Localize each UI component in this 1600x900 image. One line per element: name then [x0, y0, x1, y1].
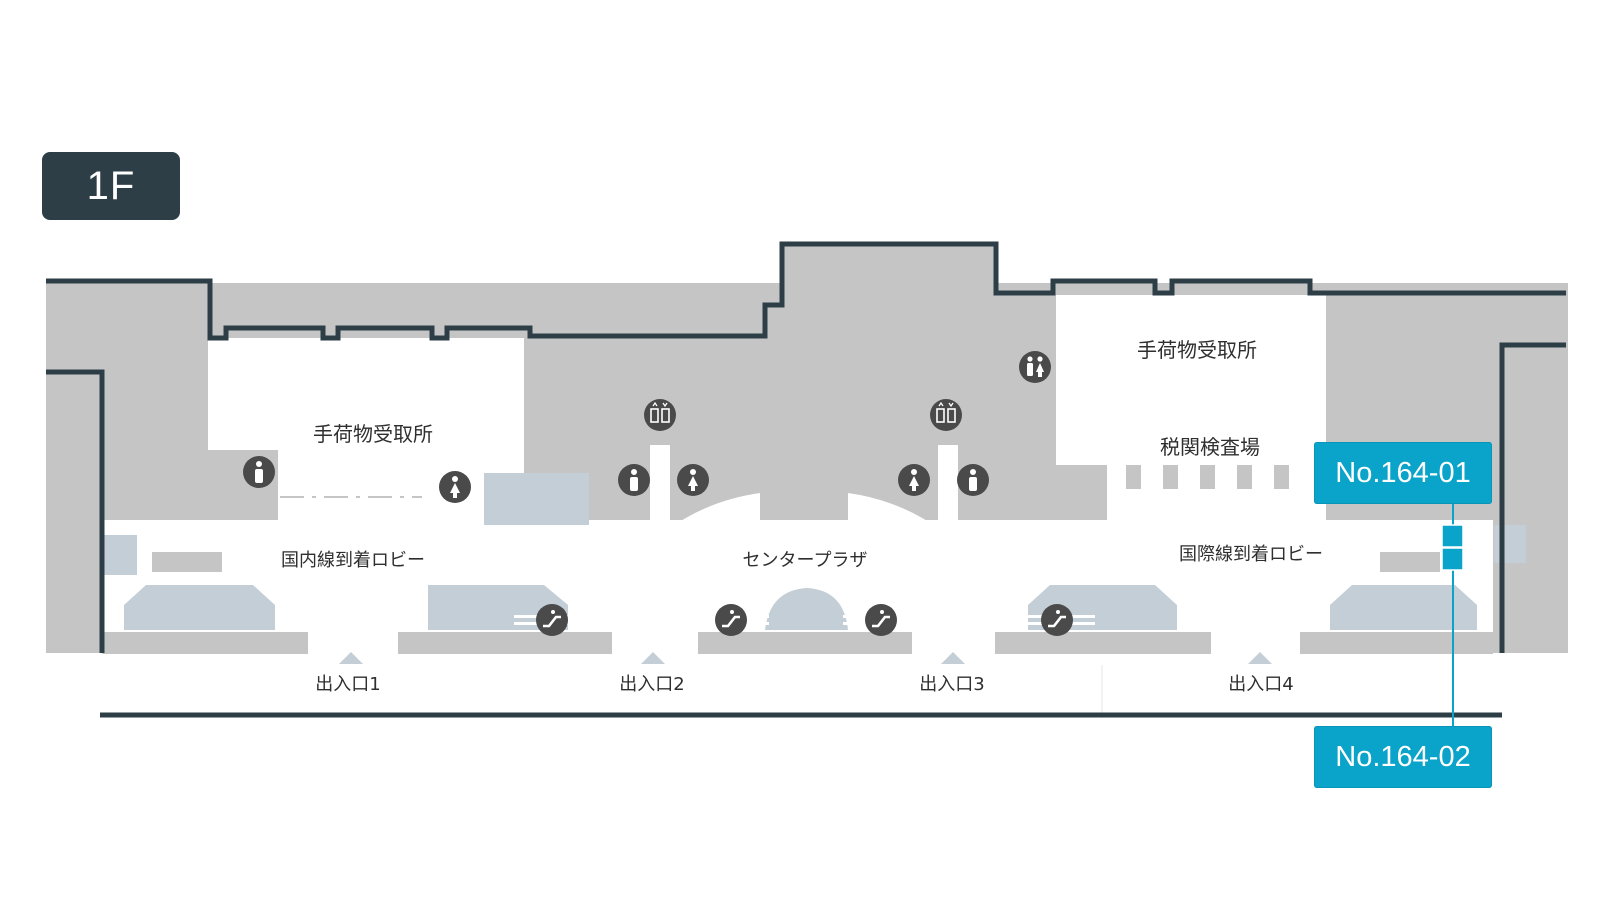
- female-restroom-icon: [439, 471, 471, 503]
- walls: [46, 241, 1566, 718]
- escalator-icon: [514, 604, 590, 636]
- escalator-icon: [1019, 604, 1095, 636]
- restroom-icon: [1019, 351, 1051, 383]
- customs-label: 税関検査場: [1160, 435, 1260, 459]
- escalator-icon: [693, 604, 769, 636]
- female-restroom-icon: [898, 464, 930, 496]
- entrance-4-label: 出入口4: [1228, 674, 1294, 695]
- entrance-1-label: 出入口1: [315, 674, 381, 695]
- elevator-icon: [930, 399, 962, 431]
- sign-tag-lower: No.164-02: [1314, 726, 1492, 788]
- floor-badge: 1F: [42, 152, 180, 220]
- baggage-claim-international-label: 手荷物受取所: [1137, 338, 1257, 362]
- escalator-icon: [843, 604, 919, 636]
- fixtures: [104, 473, 1526, 630]
- entrance-marker-icon: [641, 652, 665, 664]
- entrance-3-label: 出入口3: [919, 674, 985, 695]
- counters: [102, 465, 1493, 654]
- center-plaza-label: センタープラザ: [742, 550, 868, 571]
- male-restroom-icon: [618, 464, 650, 496]
- male-restroom-icon: [957, 464, 989, 496]
- entrance-marker-icon: [1248, 652, 1272, 664]
- female-restroom-icon: [677, 464, 709, 496]
- domestic-lobby-label: 国内線到着ロビー: [281, 550, 425, 571]
- entrance-marker-icon: [339, 652, 363, 664]
- entrance-2-label: 出入口2: [619, 674, 685, 695]
- male-restroom-icon: [243, 456, 275, 488]
- sign-tag-upper: No.164-01: [1314, 442, 1492, 504]
- elevator-icon: [644, 399, 676, 431]
- sign-locator: [1441, 502, 1464, 726]
- entrance-marker-icon: [941, 652, 965, 664]
- international-lobby-label: 国際線到着ロビー: [1179, 544, 1323, 565]
- baggage-claim-domestic-label: 手荷物受取所: [313, 422, 433, 446]
